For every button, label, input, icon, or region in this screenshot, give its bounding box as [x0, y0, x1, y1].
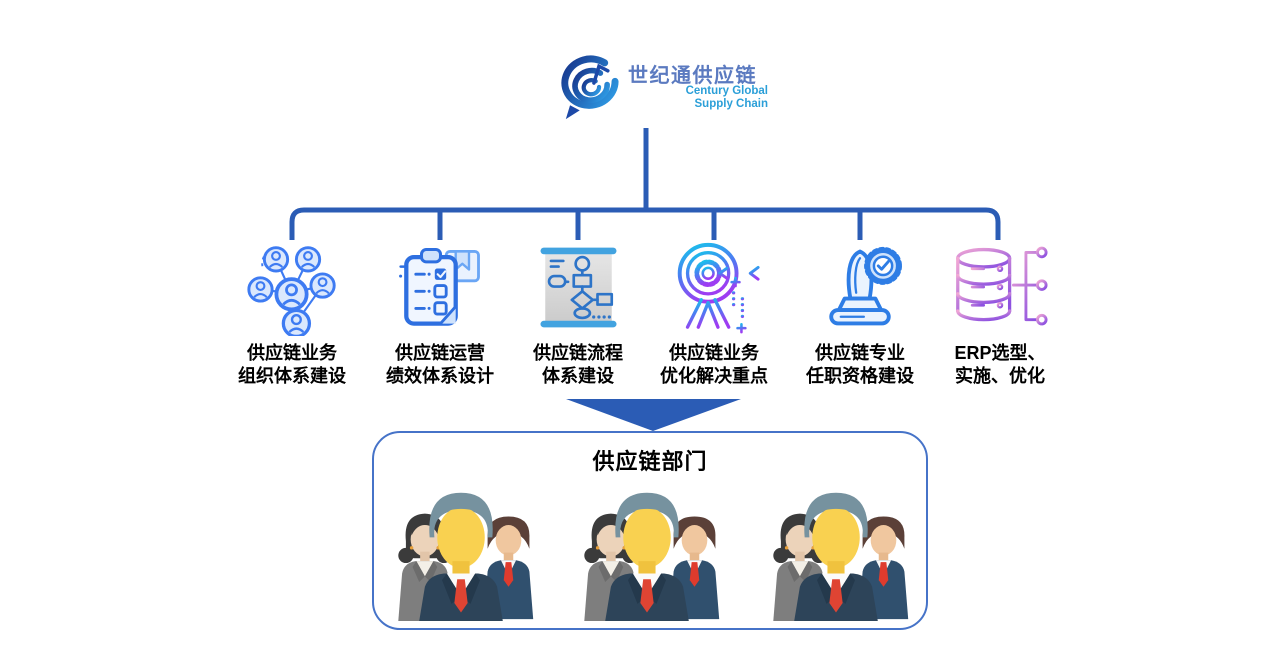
- swirl-logo-icon: [561, 55, 619, 120]
- company-name-cn: 世纪通供应链: [628, 65, 757, 87]
- company-logo: 世纪通供应链 Century Global Supply Chain: [556, 52, 768, 124]
- checklist-icon: [398, 247, 480, 326]
- company-name-en: Century Global Supply Chain: [686, 85, 768, 110]
- team-illustration: [584, 492, 720, 621]
- department-box: 供应链部门: [372, 431, 928, 630]
- branch-label: 供应链业务优化解决重点: [660, 343, 768, 386]
- branch-qualification: 供应链专业任职资格建设: [785, 236, 935, 388]
- branch-performance-design: 供应链运营绩效体系设计: [365, 236, 515, 388]
- branch-label: 供应链运营绩效体系设计: [386, 343, 494, 386]
- branch-label: ERP选型、实施、优化: [954, 343, 1046, 386]
- branch-label: 供应链专业任职资格建设: [806, 343, 914, 386]
- branch-process-system: 供应链流程体系建设: [503, 236, 653, 388]
- company-name-en-line1: Century Global: [685, 85, 768, 97]
- branch-org-system: 供应链业务组织体系建设: [217, 236, 367, 388]
- target-arrow-icon: [677, 242, 760, 334]
- down-arrow: [566, 399, 741, 431]
- flowchart-board-icon: [540, 247, 616, 327]
- branch-erp: ERP选型、实施、优化: [925, 236, 1075, 388]
- stamp-badge-icon: [829, 246, 902, 326]
- database-network-icon: [956, 246, 1048, 326]
- branch-optimization-focus: 供应链业务优化解决重点: [639, 236, 789, 388]
- team-illustration: [773, 492, 909, 621]
- company-name-en-line2: Supply Chain: [694, 97, 768, 110]
- branch-label: 供应链业务组织体系建设: [238, 343, 346, 386]
- org-network-icon: [246, 245, 336, 336]
- team-illustration: [398, 492, 534, 621]
- department-title: 供应链部门: [592, 449, 708, 474]
- branch-label: 供应链流程体系建设: [533, 343, 623, 386]
